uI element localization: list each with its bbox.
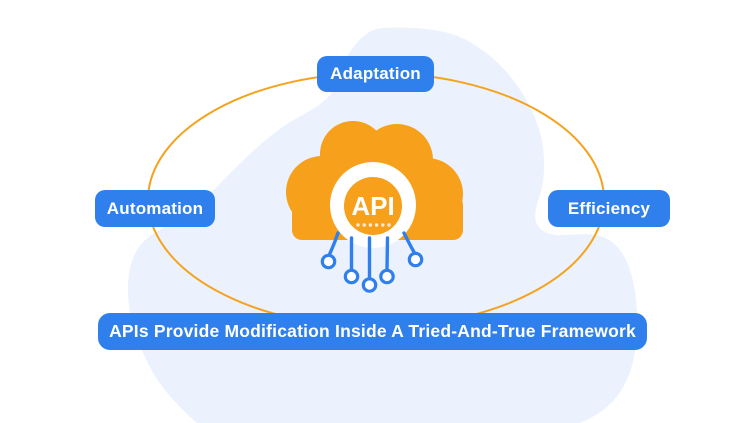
circuit-terminals bbox=[320, 251, 424, 293]
circuit-node bbox=[407, 251, 424, 268]
api-dots bbox=[356, 223, 391, 227]
caption-banner: APIs Provide Modification Inside A Tried… bbox=[98, 313, 647, 350]
circuit-node bbox=[379, 268, 395, 285]
circuit-node bbox=[320, 253, 337, 270]
api-cloud-icon: API bbox=[286, 121, 463, 248]
circuit-line bbox=[402, 231, 416, 254]
badge-adaptation-label: Adaptation bbox=[330, 64, 421, 83]
caption-banner-label: APIs Provide Modification Inside A Tried… bbox=[109, 321, 636, 341]
badge-adaptation: Adaptation bbox=[317, 56, 434, 92]
badge-automation: Automation bbox=[95, 190, 215, 227]
badge-automation-label: Automation bbox=[106, 198, 204, 218]
badge-efficiency: Efficiency bbox=[548, 190, 670, 227]
circuit-line bbox=[385, 236, 390, 271]
api-disc bbox=[344, 177, 402, 235]
circuit-node bbox=[361, 277, 378, 293]
api-label: API bbox=[351, 191, 394, 221]
circuit-connectors bbox=[320, 231, 424, 293]
badge-efficiency-label: Efficiency bbox=[567, 198, 651, 218]
circuit-node bbox=[343, 268, 360, 285]
circuit-line bbox=[327, 231, 340, 257]
